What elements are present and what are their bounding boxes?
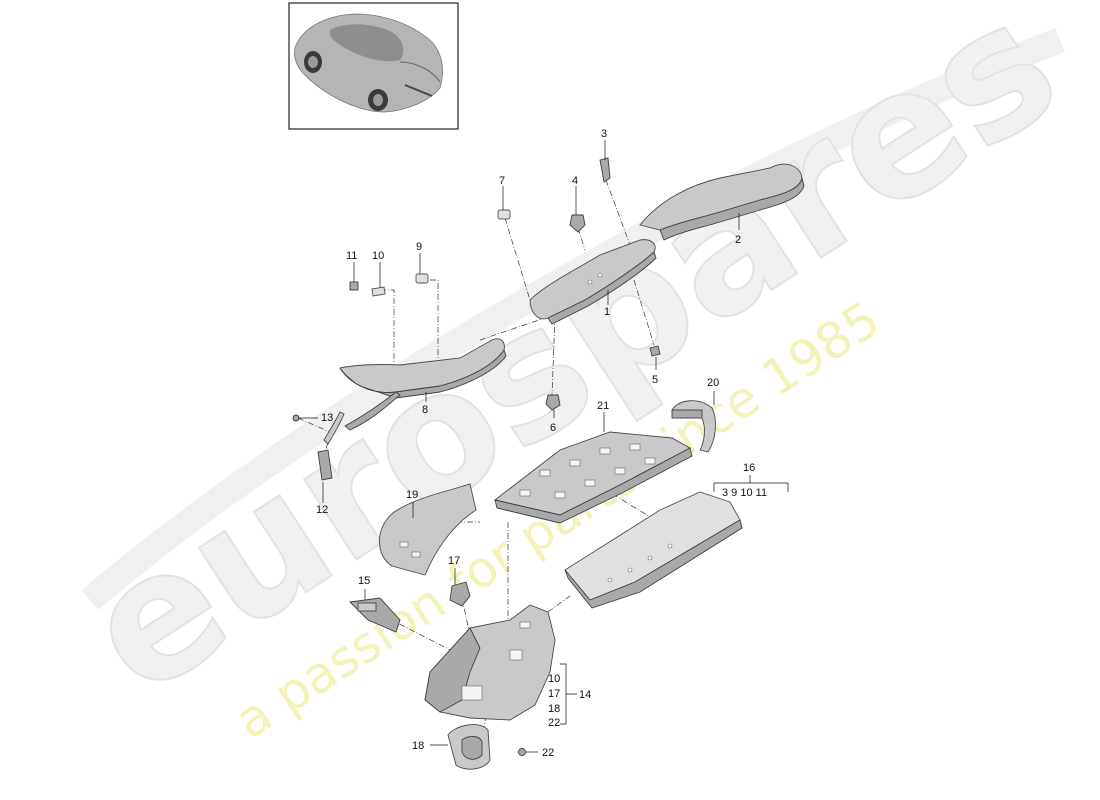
callout-14-m4: 22 — [548, 717, 560, 729]
callout-1: 1 — [604, 306, 610, 318]
callout-18: 18 — [412, 740, 424, 752]
part-19-trim-panel — [379, 483, 477, 576]
part-2-roof-rail-trim — [639, 163, 805, 241]
part-4-clip — [569, 214, 586, 233]
watermark: eurospares a passion for parts since 198… — [51, 0, 1092, 750]
part-15-handle — [349, 597, 401, 633]
part-7-clip — [497, 209, 511, 220]
callout-11: 11 — [346, 250, 357, 262]
part-20-bracket — [671, 400, 716, 453]
callout-22: 22 — [542, 747, 554, 759]
watermark-brand: eurospares — [52, 0, 1091, 735]
part-22-screw — [518, 748, 526, 756]
callout-14: 14 — [579, 689, 591, 701]
callout-14-m3: 18 — [548, 703, 560, 715]
part-9-clip — [415, 273, 429, 284]
callout-14-m2: 17 — [548, 688, 560, 700]
part-14-rear-side-trim — [424, 604, 556, 721]
part-21-floor-panel — [493, 431, 693, 524]
part-6-clip — [545, 394, 561, 411]
part-17-clip — [449, 581, 471, 607]
callout-2: 2 — [735, 234, 741, 246]
callout-5: 5 — [652, 374, 658, 386]
part-11-nut — [349, 281, 359, 291]
part-5-clip — [649, 345, 661, 357]
callout-16-members: 3 9 10 11 — [722, 487, 767, 499]
vehicle-thumbnail — [288, 2, 459, 130]
car-icon — [294, 13, 443, 113]
callout-17: 17 — [448, 555, 460, 567]
callout-7: 7 — [499, 175, 505, 187]
callout-4: 4 — [572, 175, 578, 187]
callout-15: 15 — [358, 575, 370, 587]
callout-10: 10 — [372, 250, 384, 262]
leader-lines — [298, 140, 789, 753]
part-18-cover — [447, 724, 491, 770]
callout-3: 3 — [601, 128, 607, 140]
callout-20: 20 — [707, 377, 719, 389]
callout-labels: 3 7 4 2 9 11 10 1 5 20 8 21 13 6 16 3 9 … — [316, 128, 767, 759]
callout-9: 9 — [416, 241, 422, 253]
part-rear-shelf-panel — [564, 491, 743, 609]
callout-21: 21 — [597, 400, 609, 412]
callout-16: 16 — [743, 462, 755, 474]
callout-8: 8 — [422, 404, 428, 416]
callout-13: 13 — [321, 412, 333, 424]
part-3-clip — [599, 157, 611, 183]
part-1-a-pillar-trim — [529, 239, 657, 325]
callout-6: 6 — [550, 422, 556, 434]
callout-12: 12 — [316, 504, 328, 516]
callout-19: 19 — [406, 489, 418, 501]
callout-14-m1: 10 — [548, 673, 560, 685]
part-10-clip — [371, 286, 386, 297]
part-8-b-pillar-trim — [339, 338, 507, 431]
part-12-seal-strip — [317, 411, 345, 481]
